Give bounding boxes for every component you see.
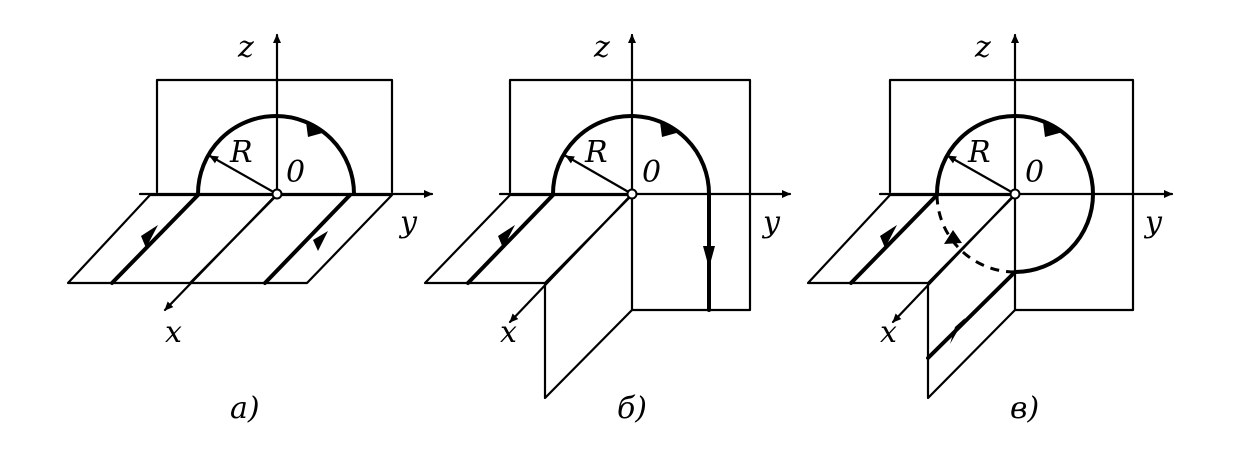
origin-c (1009, 188, 1021, 200)
x-axis-b (508, 192, 634, 324)
horizontal-plate-b (423, 193, 634, 285)
label-y-c: y (1143, 205, 1163, 240)
label-o-c: 0 (1025, 155, 1044, 190)
dashed-arrow-c (944, 230, 962, 244)
label-x-b: x (500, 315, 517, 350)
x-axis-c (891, 192, 1017, 324)
strip-line-c-2 (926, 270, 1017, 360)
caption-b: б) (617, 391, 647, 426)
strip-line-a-1 (110, 193, 200, 285)
label-r-b: R (584, 135, 608, 170)
circle-arrow-c (1043, 122, 1063, 137)
current-arrow-b-in (498, 225, 515, 248)
x-axis-a (163, 192, 279, 312)
label-o-a: 0 (286, 155, 305, 190)
current-arrow-a-out (313, 231, 328, 251)
front-plate-c (926, 193, 1017, 400)
label-x-a: x (165, 315, 182, 350)
label-z-b: z (593, 30, 610, 65)
panel-b: z y x R 0 б) (423, 30, 792, 426)
strip-line-c-1 (849, 193, 939, 285)
circle-arrow-a (306, 122, 326, 137)
origin-b (626, 188, 638, 200)
label-o-b: 0 (642, 155, 661, 190)
semicircle-b (551, 114, 711, 312)
panel-a: z y x R 0 а) (66, 30, 434, 426)
semicircle-a (196, 114, 356, 196)
vertical-plate-c (888, 78, 1135, 312)
caption-a: а) (230, 391, 260, 426)
origin-a (271, 188, 283, 200)
horizontal-plate-a (66, 193, 394, 285)
front-plate-b (543, 193, 634, 400)
label-y-a: y (398, 205, 418, 240)
down-arrow-b (703, 246, 715, 268)
label-z-a: z (237, 30, 254, 65)
strip-line-b-1 (466, 193, 555, 285)
label-y-b: y (761, 205, 781, 240)
radius-a (208, 154, 279, 196)
label-z-c: z (974, 30, 991, 65)
current-arrow-c-in (880, 225, 897, 248)
horizontal-plate-c (806, 193, 1017, 285)
vertical-plate-a (155, 78, 394, 194)
current-arrow-a-in (141, 225, 158, 248)
radius-b (564, 154, 634, 196)
label-r-a: R (229, 135, 253, 170)
label-x-c: x (880, 315, 897, 350)
circle-arrow-b (660, 122, 680, 137)
circle-solid-c (935, 114, 1095, 274)
panel-c: z y x R 0 в) (806, 30, 1174, 426)
current-arrow-c-out (950, 318, 965, 344)
label-r-c: R (967, 135, 991, 170)
strip-line-a-3 (263, 193, 352, 285)
radius-c (946, 154, 1017, 196)
caption-c: в) (1010, 391, 1039, 426)
